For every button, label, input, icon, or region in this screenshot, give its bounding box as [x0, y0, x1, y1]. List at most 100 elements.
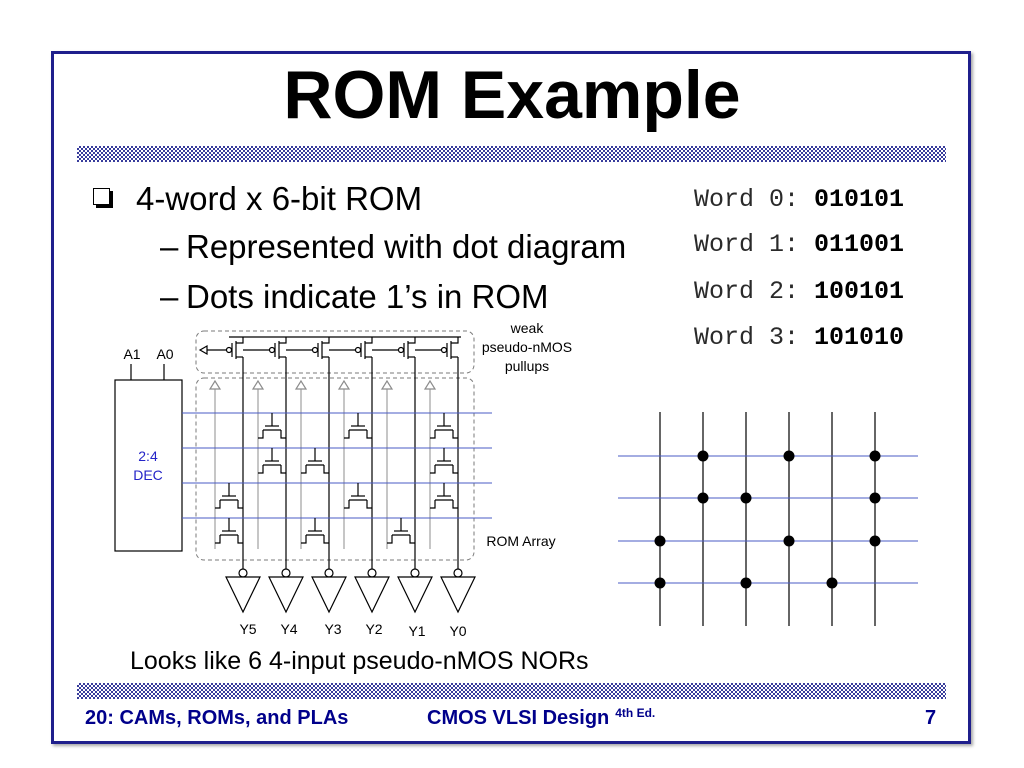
- nmos-source: [430, 430, 436, 439]
- slide-title: ROM Example: [283, 57, 741, 133]
- word-value: 100101: [814, 277, 905, 306]
- pmos-pullup: [415, 337, 459, 359]
- inverter-triangle: [225, 576, 261, 614]
- output-label: Y0: [449, 623, 466, 639]
- address-label-a0: A0: [156, 346, 173, 362]
- pmos-pullup: [286, 337, 330, 359]
- decoder-box: [114, 379, 183, 552]
- rom-dot: [654, 577, 666, 589]
- inverter-triangle: [397, 576, 433, 614]
- nmos-drain: [237, 535, 243, 544]
- pmos-gate-bubble: [354, 346, 362, 354]
- nmos-transistor: [301, 448, 329, 474]
- sub-bullet: Represented with dot diagram: [186, 228, 627, 265]
- nmos-drain: [237, 500, 243, 509]
- pmos-pullup: [372, 337, 416, 359]
- ground-symbol-icon: [294, 379, 308, 390]
- pmos-pullup: [329, 337, 373, 359]
- decoder-label-name: DEC: [133, 467, 163, 483]
- nmos-transistor: [215, 483, 243, 509]
- output-inverter: [354, 568, 390, 614]
- output-label: Y4: [280, 621, 297, 637]
- word-row: Word 1: 011001: [694, 232, 904, 257]
- word-label: Word 0:: [694, 185, 800, 214]
- word-row: Word 0: 010101: [694, 187, 904, 212]
- bullet-main: 4-word x 6-bit ROM: [136, 180, 423, 217]
- nmos-source: [258, 465, 264, 474]
- rom-array-outline: [195, 377, 475, 561]
- nmos-drain: [452, 500, 458, 509]
- pmos-pullup: [207, 337, 244, 359]
- output-label: Y5: [239, 621, 256, 637]
- word-value: 010101: [814, 185, 905, 214]
- word-value: 011001: [814, 230, 905, 259]
- pmos-gate-bubble: [440, 346, 448, 354]
- nmos-transistor: [301, 518, 329, 544]
- nmos-transistor: [344, 483, 372, 509]
- nmos-drain: [452, 465, 458, 474]
- footer-divider-band: [77, 683, 946, 699]
- inverter-bubble: [453, 568, 463, 578]
- nmos-transistor: [258, 413, 286, 439]
- pmos-source: [451, 337, 459, 344]
- inverter-bubble: [238, 568, 248, 578]
- footer-course-title: CMOS VLSI Design: [427, 707, 610, 729]
- pmos-source: [236, 337, 244, 344]
- word-label: Word 2:: [694, 277, 800, 306]
- dash-bullet: –: [160, 278, 179, 315]
- nmos-transistor: [344, 413, 372, 439]
- sub-bullet: Dots indicate 1’s in ROM: [186, 278, 549, 315]
- rom-dot: [869, 535, 881, 547]
- pullup-region-outline: [195, 330, 475, 374]
- pmos-source: [365, 337, 373, 344]
- nmos-transistor: [387, 518, 415, 544]
- nmos-drain: [280, 465, 286, 474]
- inverter-bubble: [281, 568, 291, 578]
- nmos-drain: [409, 535, 415, 544]
- pmos-pullup: [243, 337, 287, 359]
- page-number: 7: [925, 707, 937, 729]
- footer-course: CMOS VLSI Design 4th Ed.: [427, 706, 656, 730]
- title-divider-band: [77, 146, 946, 162]
- inverter-triangle: [311, 576, 347, 614]
- ground-symbol-icon: [208, 379, 222, 390]
- nmos-drain: [280, 430, 286, 439]
- inverter-triangle: [354, 576, 390, 614]
- rom-dot: [869, 450, 881, 462]
- footer-edition: 4th Ed.: [615, 706, 656, 720]
- nmos-drain: [323, 465, 329, 474]
- pmos-source: [322, 337, 330, 344]
- output-label: Y3: [324, 621, 341, 637]
- ground-symbol-icon: [423, 379, 437, 390]
- nmos-drain: [452, 430, 458, 439]
- rom-dot: [697, 492, 709, 504]
- decoder-label-ratio: 2:4: [138, 448, 158, 464]
- rom-array-label: ROM Array: [486, 533, 555, 549]
- word-label: Word 1:: [694, 230, 800, 259]
- ground-symbol-icon: [337, 379, 351, 390]
- nmos-source: [215, 500, 221, 509]
- nmos-source: [344, 430, 350, 439]
- pmos-gate-bubble: [268, 346, 276, 354]
- word-label: Word 3:: [694, 323, 800, 352]
- pullup-note-line: weak: [510, 320, 545, 336]
- ground-symbol-icon: [198, 344, 208, 356]
- address-label-a1: A1: [123, 346, 140, 362]
- output-inverter: [397, 568, 433, 614]
- square-bullet-icon: [93, 188, 110, 205]
- pullup-note-line: pseudo-nMOS: [482, 339, 572, 355]
- inverter-bubble: [367, 568, 377, 578]
- nmos-source: [301, 465, 307, 474]
- nmos-drain: [366, 430, 372, 439]
- inverter-bubble: [410, 568, 420, 578]
- dot-diagram: [618, 412, 918, 626]
- rom-dot: [740, 577, 752, 589]
- nmos-drain: [366, 500, 372, 509]
- dash-bullet: –: [160, 228, 179, 265]
- pullup-network: [198, 336, 461, 359]
- rom-dot: [654, 535, 666, 547]
- word-row: Word 2: 100101: [694, 279, 904, 304]
- inverter-triangle: [268, 576, 304, 614]
